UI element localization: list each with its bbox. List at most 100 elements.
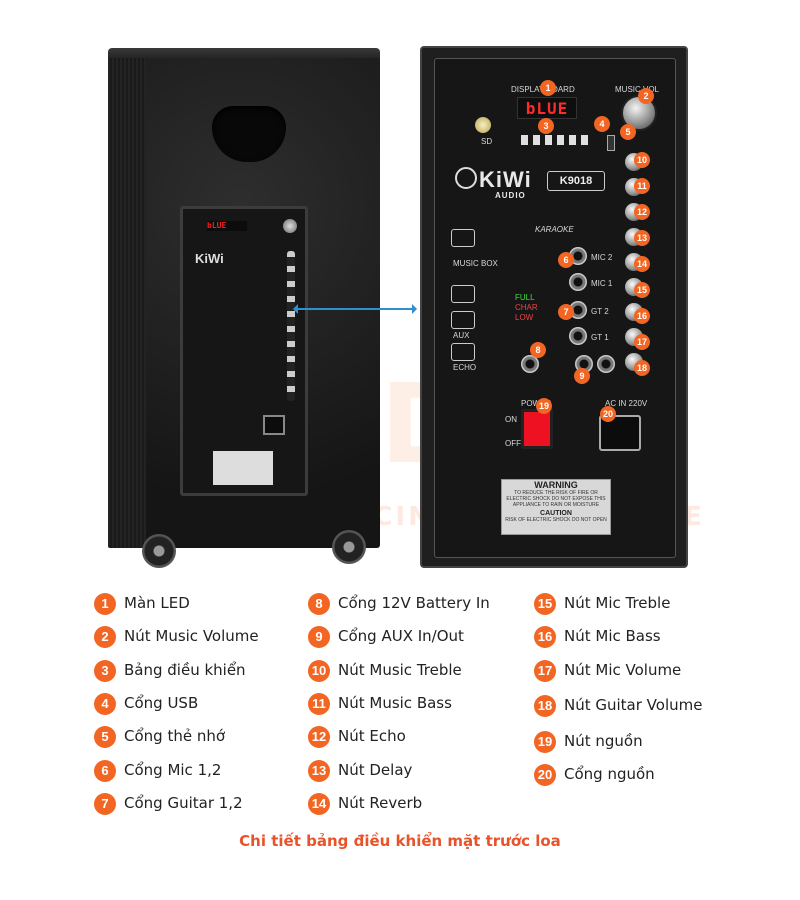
bluetooth-mode-icon (451, 229, 475, 247)
battery-char-label: CHAR (515, 303, 538, 312)
legend-label: Màn LED (124, 594, 190, 612)
callout-12: 12 (634, 204, 650, 220)
legend-number: 3 (94, 660, 116, 682)
warning-text: TO REDUCE THE RISK OF FIRE OR ELECTRIC S… (506, 490, 606, 508)
legend-number: 7 (94, 793, 116, 815)
power-switch[interactable] (521, 409, 553, 449)
karaoke-label: KARAOKE (535, 225, 574, 234)
mini-knob-column (287, 251, 295, 401)
mini-volume-knob (283, 219, 297, 233)
mini-control-panel: bLUE KiWi (180, 206, 308, 496)
legend-number: 10 (308, 660, 330, 682)
ac-in-label: AC IN 220V (605, 399, 648, 408)
callout-5: 5 (620, 124, 636, 140)
warning-title: WARNING (534, 480, 578, 490)
warning-label: WARNING TO REDUCE THE RISK OF FIRE OR EL… (501, 479, 611, 535)
zoom-pointer-arrow (293, 304, 417, 314)
control-buttons[interactable] (521, 135, 591, 145)
callout-18: 18 (634, 360, 650, 376)
brand-logo: KiWi (479, 167, 532, 192)
wheel-left (142, 534, 176, 568)
legend-number: 15 (534, 593, 556, 615)
legend-label: Nút Mic Volume (564, 661, 682, 679)
guitar-1-jack[interactable] (569, 327, 587, 345)
legend-label: Cổng Mic 1,2 (124, 761, 222, 779)
caution-title: CAUTION (540, 510, 572, 517)
wheel-right (332, 530, 366, 564)
caution-text: RISK OF ELECTRIC SHOCK DO NOT OPEN (505, 517, 607, 523)
callout-6: 6 (558, 252, 574, 268)
kiwi-logo-icon (455, 167, 477, 189)
callout-2: 2 (638, 88, 654, 104)
legend-number: 6 (94, 760, 116, 782)
callout-14: 14 (634, 256, 650, 272)
legend-number: 11 (308, 693, 330, 715)
echo-icon (451, 343, 475, 361)
callout-10: 10 (634, 152, 650, 168)
battery-full-label: FULL (515, 293, 535, 302)
legend-label: Nút Music Treble (338, 661, 462, 679)
legend-label: Bảng điều khiển (124, 661, 246, 679)
callout-20: 20 (600, 406, 616, 422)
callout-8: 8 (530, 342, 546, 358)
legend-number: 16 (534, 626, 556, 648)
carry-handle (212, 106, 286, 162)
legend-number: 19 (534, 731, 556, 753)
music-box-icon (451, 285, 475, 303)
legend-number: 13 (308, 760, 330, 782)
legend-label: Nút Delay (338, 761, 413, 779)
callout-13: 13 (634, 230, 650, 246)
legend-number: 8 (308, 593, 330, 615)
mini-brand-logo: KiWi (195, 251, 224, 266)
model-label: K9018 (547, 171, 605, 191)
legend-number: 17 (534, 660, 556, 682)
legend-label: Nút Mic Bass (564, 627, 661, 645)
aux-icon (451, 311, 475, 329)
legend-label: Nút nguồn (564, 732, 643, 750)
ac-power-socket[interactable] (599, 415, 641, 451)
legend-label: Nút Mic Treble (564, 594, 671, 612)
guitar-1-label: GT 1 (591, 333, 609, 342)
control-panel-closeup: DISPLAY BOARD bLUE MUSIC VOL SD KiWi AUD… (420, 46, 688, 568)
switch-off-label: OFF (505, 439, 521, 448)
legend-number: 5 (94, 726, 116, 748)
legend-number: 1 (94, 593, 116, 615)
sd-card-icon: SD (481, 137, 493, 146)
caption: Chi tiết bảng điều khiển mặt trước loa (239, 832, 561, 850)
music-vol-label: MUSIC VOL (615, 85, 660, 94)
mini-warning-label (213, 451, 273, 485)
mic-2-label: MIC 2 (591, 253, 613, 262)
echo-label: ECHO (453, 363, 477, 372)
legend-label: Nút Reverb (338, 794, 423, 812)
callout-17: 17 (634, 334, 650, 350)
mini-power-socket (263, 415, 285, 435)
cabinet-side (108, 58, 150, 548)
legend-label: Cổng nguồn (564, 765, 655, 783)
callout-16: 16 (634, 308, 650, 324)
guitar-2-label: GT 2 (591, 307, 609, 316)
battery-low-label: LOW (515, 313, 534, 322)
battery-12v-port[interactable] (521, 355, 539, 373)
legend-label: Nút Music Volume (124, 627, 259, 645)
legend-label: Cổng Guitar 1,2 (124, 794, 243, 812)
mini-led-display: bLUE (207, 221, 247, 231)
callout-15: 15 (634, 282, 650, 298)
mic-1-label: MIC 1 (591, 279, 613, 288)
mic-1-jack[interactable] (569, 273, 587, 291)
callout-1: 1 (540, 80, 556, 96)
led-display: bLUE (517, 97, 577, 119)
indicator-light (475, 117, 491, 133)
legend-label: Cổng USB (124, 694, 199, 712)
switch-on-label: ON (505, 415, 517, 424)
aux-out-jack[interactable] (597, 355, 615, 373)
legend-label: Nút Echo (338, 727, 406, 745)
speaker-photo: bLUE KiWi (108, 48, 380, 573)
callout-3: 3 (538, 118, 554, 134)
usb-port[interactable] (607, 135, 615, 151)
legend-number: 20 (534, 764, 556, 786)
legend-label: Cổng 12V Battery In (338, 594, 490, 612)
legend-number: 9 (308, 626, 330, 648)
callout-9: 9 (574, 368, 590, 384)
brand-sub: AUDIO (495, 191, 526, 200)
